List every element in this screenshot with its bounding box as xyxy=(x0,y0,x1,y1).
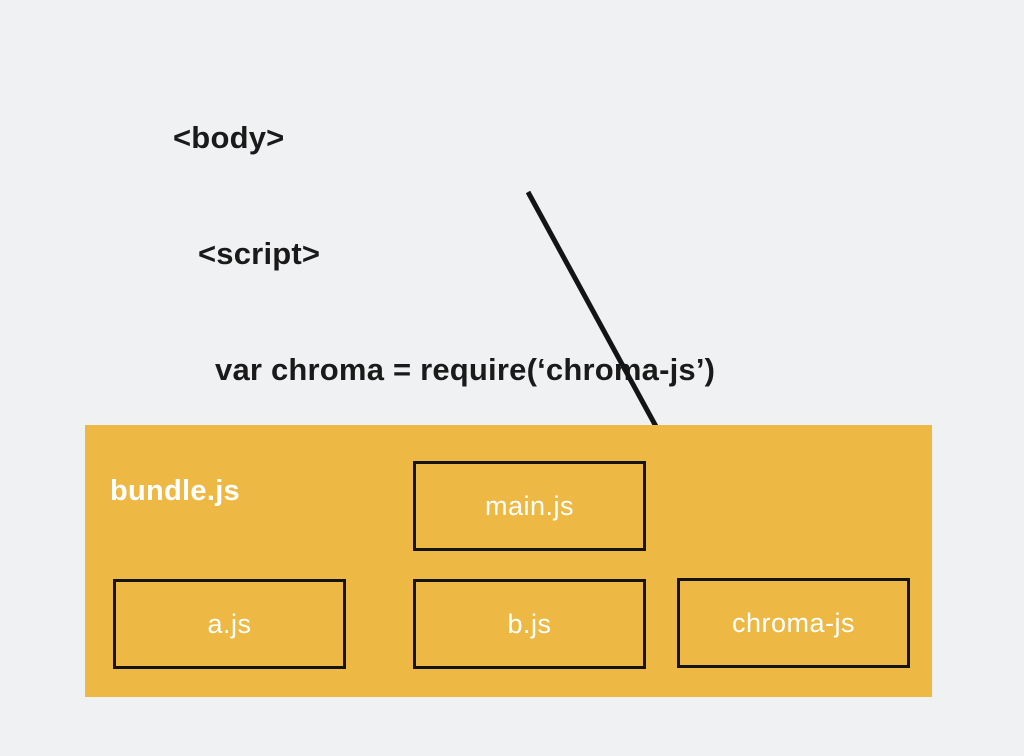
module-label: chroma-js xyxy=(731,607,856,638)
bundle-panel: bundle.js main.js a.js b.js chroma-js xyxy=(85,425,932,697)
module-label: a.js xyxy=(207,608,252,639)
module-box-chroma-js: chroma-js xyxy=(677,578,910,668)
module-box-a-js: a.js xyxy=(113,579,346,669)
code-line-require: var chroma = require(‘chroma-js’) xyxy=(215,352,716,387)
bundle-label: bundle.js xyxy=(110,475,240,507)
code-line-body-open: <body> xyxy=(173,120,285,155)
code-line-script-open: <script> xyxy=(198,236,321,271)
module-box-main-js: main.js xyxy=(413,461,646,551)
module-box-b-js: b.js xyxy=(413,579,646,669)
module-label: b.js xyxy=(507,608,552,639)
module-label: main.js xyxy=(484,490,575,521)
